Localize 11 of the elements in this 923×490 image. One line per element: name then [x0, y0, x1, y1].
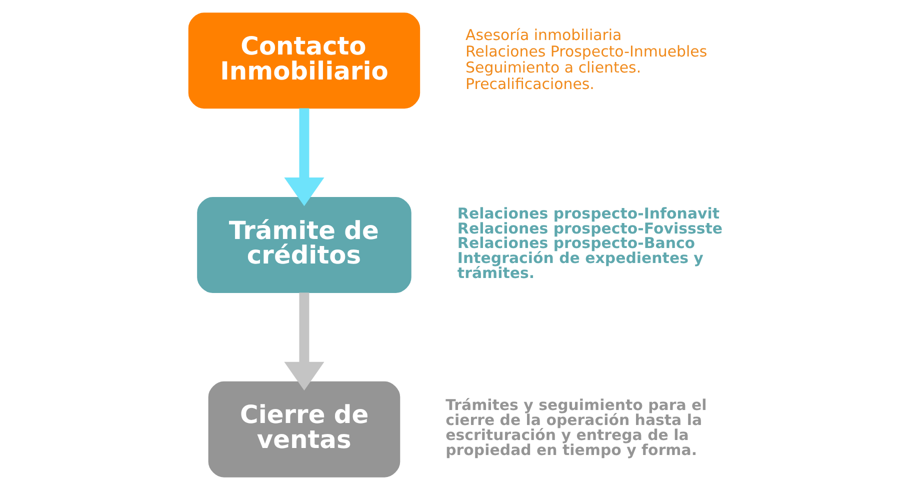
- arrow: [284, 108, 324, 206]
- node-box: Trámite de créditos: [197, 197, 412, 293]
- node-label: Precalificaciones.: [466, 74, 594, 93]
- arrow: [284, 292, 324, 391]
- node-label: Seguimiento a clientes.: [466, 58, 642, 77]
- node-label: Relaciones Prospecto-Inmuebles: [466, 42, 708, 60]
- node-label: Asesoría inmobiliaria: [466, 26, 622, 44]
- node-box: Contacto Inmobiliario: [188, 12, 420, 109]
- node-label: Relaciones prospecto-Infonavit: [457, 204, 720, 222]
- node-box: Cierre de ventas: [208, 381, 400, 478]
- node-label: Trámites y seguimiento para el cierre de la operación hasta la escrituración y entrega de la propiedad en tiempo y forma.: [446, 396, 707, 460]
